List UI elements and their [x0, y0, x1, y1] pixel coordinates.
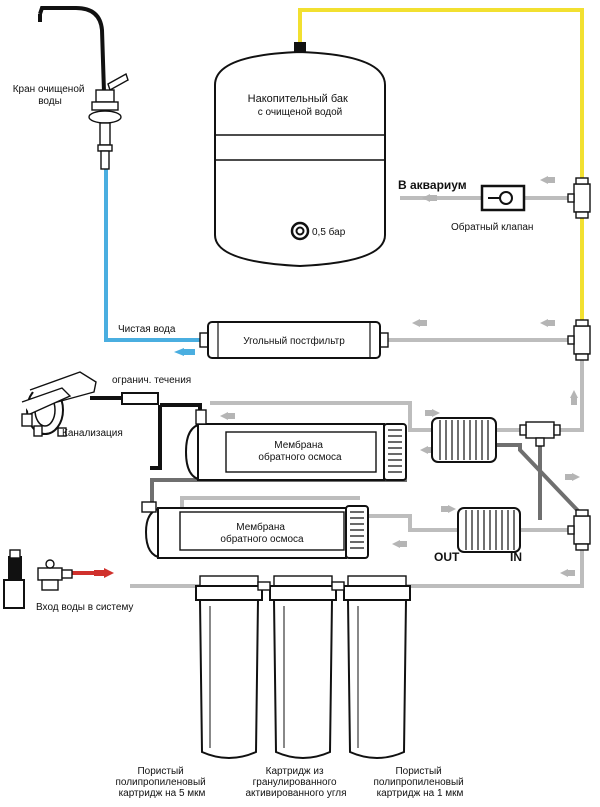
faucet-label: Кран очищеной воды	[13, 84, 88, 107]
carbon-postfilter-label: Угольный постфильтр	[243, 335, 345, 347]
out-label: OUT	[434, 550, 460, 564]
to-aquarium-label: В аквариум	[398, 178, 467, 192]
blue-arrow	[174, 348, 184, 356]
membrane-1-label: Мембрана обратного осмоса	[258, 439, 342, 463]
cartridge-housing-1	[195, 575, 263, 759]
cartridge-housing-3	[343, 575, 411, 759]
tank-pressure-label: 0,5 бар	[312, 226, 346, 238]
faucet	[38, 6, 129, 170]
cartridge-2-label: Картридж из гранулированного активирован…	[245, 766, 346, 799]
cartridge-1-label: Пористый полипропиленовый картридж на 5 …	[115, 766, 208, 799]
membrane-housing-2	[141, 501, 369, 559]
tank-line	[298, 8, 584, 324]
tank-label: Накопительный бак с очищеной водой	[248, 89, 353, 118]
inlet-valve	[3, 549, 73, 609]
check-valve-label: Обратный клапан	[451, 221, 533, 233]
in-label: IN	[510, 550, 522, 564]
flush-valve-1	[431, 417, 497, 463]
storage-tank	[214, 42, 386, 268]
membrane-2-label: Мембрана обратного осмоса	[220, 521, 304, 545]
carbon-postfilter	[199, 321, 389, 359]
cartridge-3-label: Пористый полипропиленовый картридж на 1 …	[373, 766, 466, 799]
pure-water-line	[104, 168, 200, 342]
flush-valve-2	[457, 507, 521, 553]
red-arrow	[104, 568, 114, 578]
drain-saddle	[21, 371, 97, 437]
tee-fittings	[519, 177, 591, 551]
membrane-housing-1	[184, 409, 407, 481]
cartridge-housing-2	[269, 575, 337, 759]
flow-restrictor-label: огранич. течения	[112, 375, 191, 386]
clean-water-label: Чистая вода	[118, 324, 176, 335]
drain-label: Канализация	[62, 428, 123, 439]
water-inlet-label: Вход воды в систему	[36, 602, 133, 613]
flow-restrictor	[121, 392, 159, 405]
check-valve	[480, 184, 526, 212]
